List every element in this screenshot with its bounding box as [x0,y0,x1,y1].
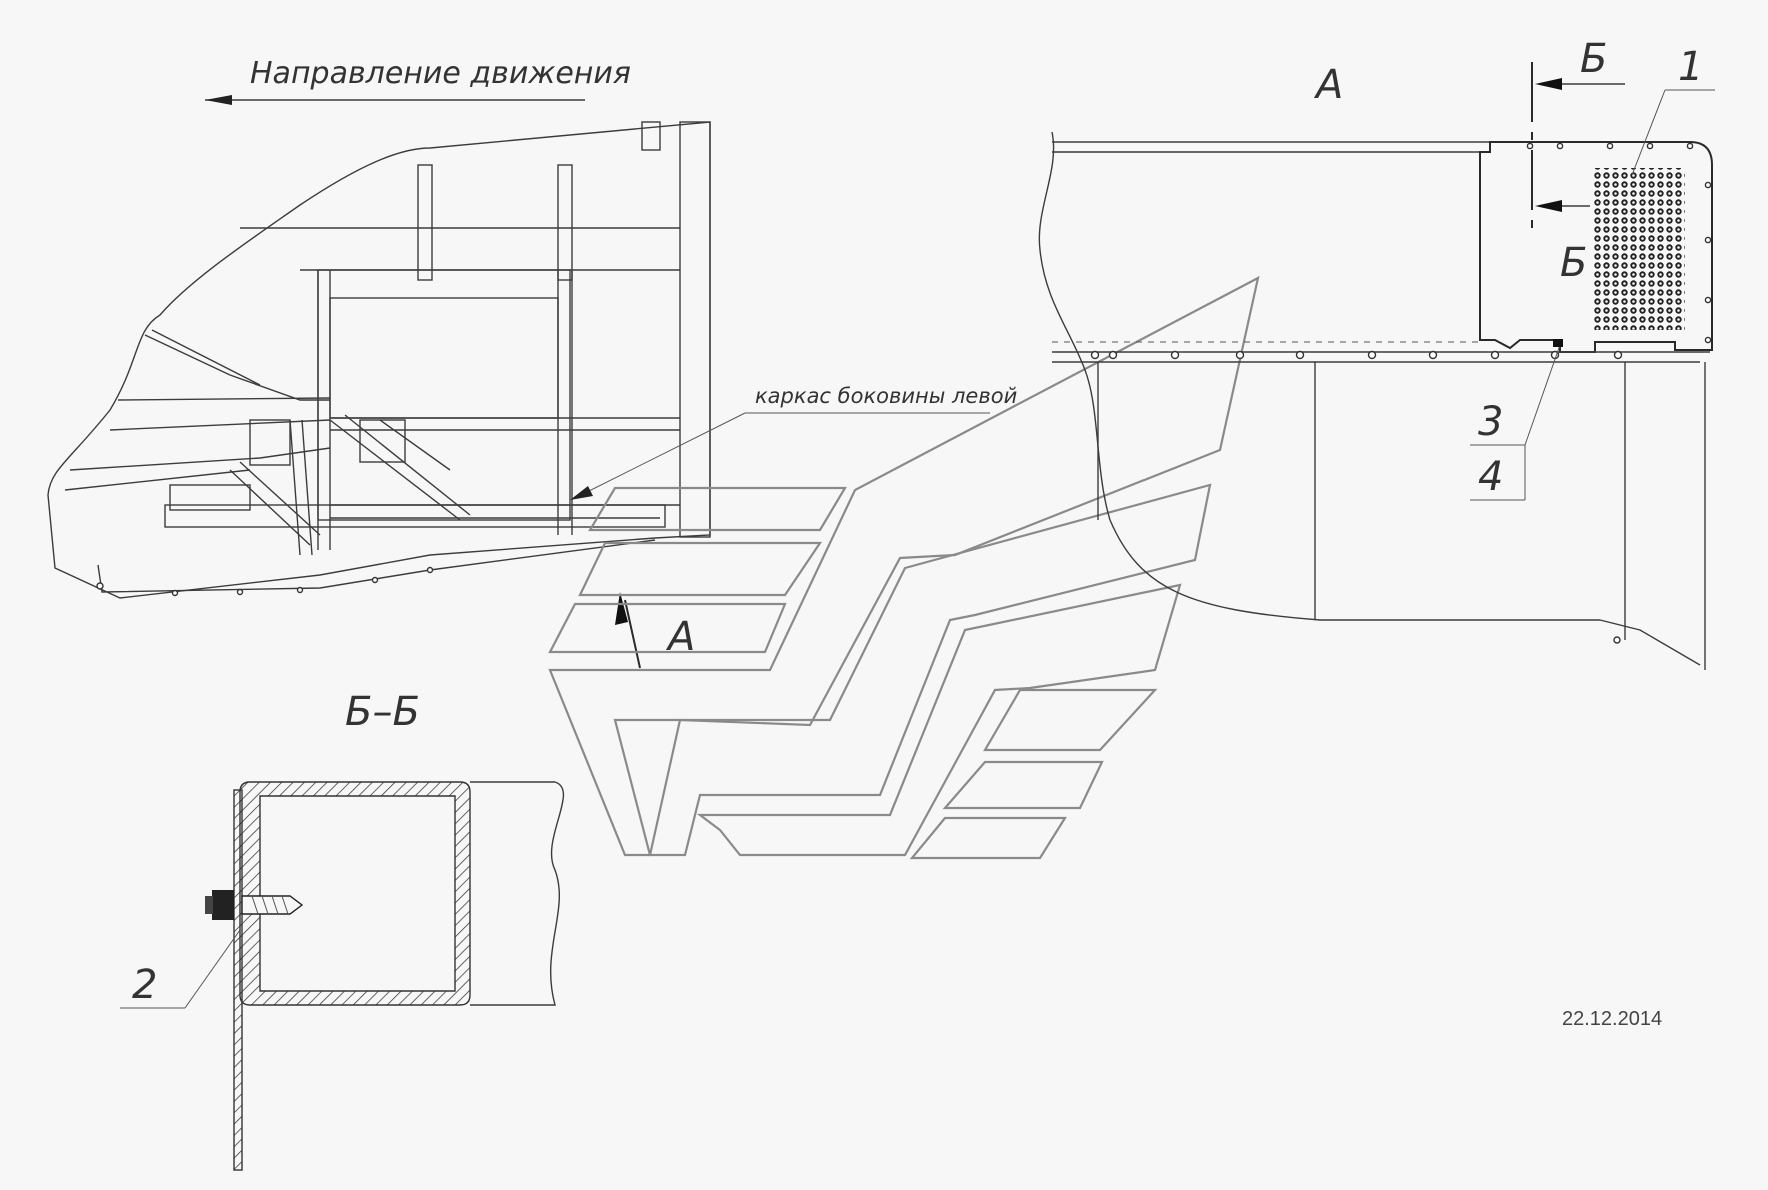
rivet [1490,350,1500,360]
callout-3: 3 [1478,399,1503,445]
stripe-small-3 [548,602,787,654]
front-brace-1 [144,334,330,401]
rear-pillar [679,121,711,538]
rivet [1613,350,1623,360]
view-a: А [1038,36,1715,670]
bottom-skirt [97,539,656,593]
window-inner [329,297,559,419]
floor-beam [164,504,666,528]
front-brace-2 [151,329,261,386]
rivet [1704,181,1712,189]
rivet [1556,142,1564,150]
stripe-small-2 [578,541,823,597]
callout-2: 2 [132,962,157,1008]
section-mark-bottom: Б [1560,240,1587,286]
frame-leader [574,412,746,499]
rivet [1170,350,1180,360]
break-line [1038,131,1600,621]
block-2 [169,484,251,511]
grille-cover [1479,141,1713,353]
skin-sheet [233,789,243,1171]
section-arrow-top [1535,78,1562,90]
view-a-arrowhead [615,592,628,625]
rivet [1295,350,1305,360]
rivet [1526,142,1534,150]
block-1 [249,419,291,466]
rivet [236,588,244,596]
lower-rail [69,447,331,471]
direction-label: Направление движения [250,56,631,91]
fastener-detail [1553,339,1563,347]
screw-thread [251,895,289,915]
rivet [1606,142,1614,150]
callout-2-leader [184,929,241,1009]
screw-washer [205,896,213,914]
section-mark-top: Б [1580,36,1607,82]
stripe-right-2 [942,760,1104,810]
post-1 [417,164,433,281]
rivet [171,589,179,597]
section-arrow-bottom [1535,200,1562,212]
body-profile [47,121,711,599]
stripe-big-2 [613,483,1212,857]
dash-rail [117,397,331,401]
screw-head [212,890,234,920]
cover-rivets [1526,142,1712,344]
bus-front-frame [47,121,711,599]
rivet [1367,350,1377,360]
rivet [1090,350,1100,360]
dash-rail-2 [109,419,331,431]
rivet [426,566,434,574]
livery-stripes [548,275,1260,860]
stripe-big-3 [696,583,1182,857]
rivet [1704,336,1712,344]
section-bb: Б–Б 2 [120,689,565,1171]
frame-callout: каркас боковины левой [570,384,1017,500]
rivet [1646,142,1654,150]
block-3 [359,419,406,463]
truss-diagonals-2 [229,461,321,546]
rivet [1108,350,1118,360]
lower-break [1599,619,1701,666]
screw-shank [241,895,304,915]
rivet [1235,350,1245,360]
direction-arrowhead [205,95,232,105]
view-a-title: А [1313,62,1343,108]
section-bb-title: Б–Б [345,689,420,735]
rivet [1704,236,1712,244]
grille-perforation [1592,168,1685,330]
tube-break-line [470,781,565,1006]
roof-stub [641,121,661,151]
callout-1-leader [1631,89,1666,176]
rivet [1704,296,1712,304]
callout-3-leader [1524,344,1561,446]
stripe-right-3 [909,816,1067,860]
rivet [96,582,104,590]
rivet [1686,142,1694,150]
rivet [296,586,304,594]
date-stamp: 22.12.2014 [1562,1008,1662,1030]
rivet [1613,636,1621,644]
post-2 [557,164,573,281]
callout-4: 4 [1478,454,1503,500]
stripe-right-1 [983,688,1158,752]
view-a-arrow-line [624,599,641,669]
rivet [1428,350,1438,360]
rivet [371,576,379,584]
stripe-big-1 [548,275,1260,857]
callout-1: 1 [1678,44,1703,90]
stripe-small-1 [588,486,847,532]
frame-label: каркас боковины левой [755,384,1017,408]
direction-indicator: Направление движения [205,56,631,105]
frame-leader-arrowhead [570,486,593,500]
tube-profile [239,781,471,1006]
lower-rail-2 [64,469,251,491]
truss-diagonals [289,414,471,556]
window-frame [317,269,571,521]
